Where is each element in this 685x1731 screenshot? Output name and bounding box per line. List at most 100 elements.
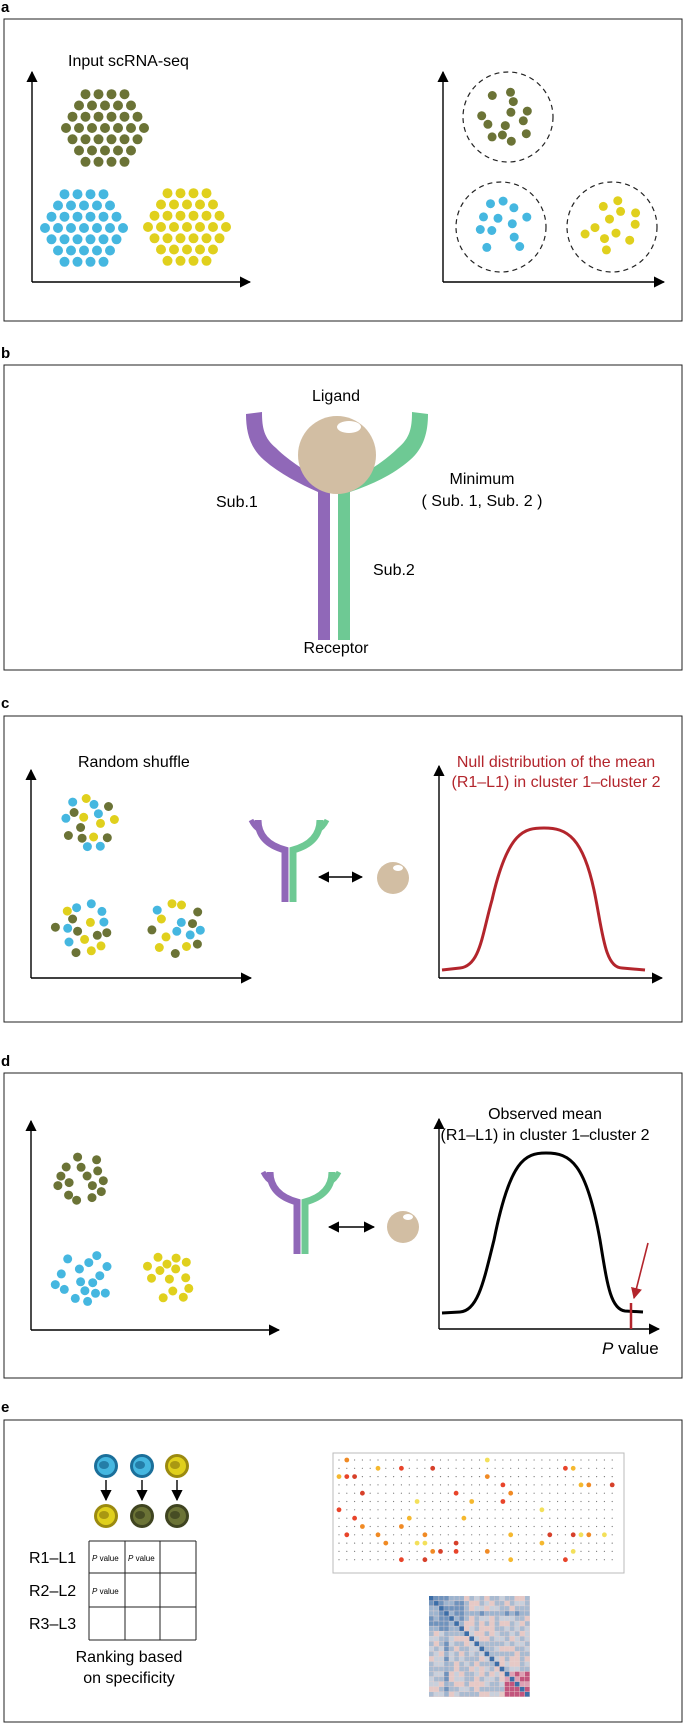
blue-cell — [482, 242, 492, 252]
olive-cell — [139, 123, 149, 133]
yellow-cell — [156, 222, 166, 232]
olive-cell — [100, 145, 110, 156]
olive-cell — [497, 130, 507, 140]
olive-cell — [506, 136, 516, 146]
yellow-cell — [171, 1264, 181, 1274]
panel-c-frame — [3, 715, 683, 1023]
yellow-cell — [162, 255, 173, 266]
yellow-cell — [613, 196, 623, 206]
blue-cell — [72, 189, 83, 200]
blue-cell — [85, 234, 96, 245]
sub2-label: Sub.2 — [373, 562, 415, 579]
blue-cell — [95, 1271, 105, 1281]
panel-a-title: Input scRNA-seq — [68, 53, 189, 70]
shuffled-cluster-1 — [61, 794, 119, 852]
shuffled-cell — [86, 946, 96, 956]
blue-cell — [66, 223, 76, 233]
olive-cell — [67, 134, 78, 145]
yellow-cell — [168, 1286, 178, 1296]
blue-cell — [72, 256, 83, 267]
olive-cell — [82, 1171, 92, 1181]
olive-cell — [80, 156, 91, 167]
olive-cell — [119, 156, 130, 167]
shuffled-cell — [62, 906, 72, 916]
panel-d-frame — [3, 1072, 683, 1379]
shuffled-cell — [147, 925, 157, 935]
yellow-cell — [188, 255, 199, 266]
blue-cell — [486, 199, 495, 209]
blue-cell — [105, 245, 115, 256]
olive-cell — [87, 1181, 97, 1191]
blue-cell — [91, 1288, 100, 1298]
yellow-cell — [143, 222, 153, 232]
ranking-line2: on specificity — [83, 1670, 175, 1687]
olive-cell — [72, 1195, 82, 1205]
shuffled-cell — [61, 813, 71, 823]
receptor-subunit-1 — [246, 412, 330, 640]
olive-cell — [74, 100, 84, 111]
cluster-boundary-olive — [462, 71, 554, 163]
blue-cell — [509, 232, 519, 242]
yellow-cell — [169, 199, 179, 210]
blue-cell-cluster-small — [50, 1251, 112, 1306]
olive-cell — [87, 145, 97, 156]
panel-d: d Observed mean (R1–L1) in cluster 1–clu… — [1, 1053, 683, 1379]
blue-cell — [74, 1264, 84, 1274]
panel-b: b Ligand Sub.1 Sub.2 Receptor Minimum ( … — [1, 345, 683, 671]
blue-cell — [53, 200, 63, 211]
shuffled-cell — [96, 818, 105, 828]
blue-cell — [56, 1269, 66, 1279]
olive-cell — [87, 100, 97, 111]
yellow-cell — [181, 1273, 191, 1283]
yellow-cell — [601, 245, 611, 255]
shuffled-cell — [193, 907, 203, 917]
olive-cell — [487, 91, 497, 100]
olive-cell — [132, 111, 143, 122]
olive-cell — [477, 111, 487, 121]
yellow-cell — [208, 199, 218, 210]
shuffled-cell — [69, 808, 79, 817]
shuffled-cell — [96, 941, 106, 951]
row-label-r3l3: R3–L3 — [29, 1616, 76, 1633]
observed-value-arrow — [631, 1242, 649, 1300]
ligand-label: Ligand — [312, 388, 360, 405]
blue-cell — [66, 200, 76, 211]
blue-cell — [63, 1254, 73, 1264]
shuffled-cell — [156, 914, 166, 924]
olive-cell — [521, 129, 531, 139]
olive-cell — [506, 107, 516, 117]
yellow-cell-cluster-small — [143, 1252, 194, 1303]
shuffled-cell — [195, 925, 205, 935]
panel-c-title: Random shuffle — [78, 754, 190, 771]
blue-cell — [105, 200, 115, 211]
dotplot-thumbnail — [336, 1457, 615, 1563]
yellow-cell — [188, 210, 199, 221]
blue-cell — [92, 245, 102, 256]
yellow-cell — [214, 233, 225, 244]
yellow-cell — [162, 210, 173, 221]
panel-a: a Input scRNA-seq — [1, 0, 683, 322]
olive-cell-cluster — [61, 89, 149, 167]
blue-cell — [46, 234, 57, 245]
blue-cell — [59, 211, 70, 222]
blue-cell — [102, 1262, 112, 1271]
olive-cell — [93, 156, 104, 167]
panel-e-letter: e — [1, 1399, 9, 1416]
panel-a-frame — [3, 18, 683, 322]
panel-d-axes-left — [25, 1119, 281, 1336]
blue-cell — [72, 211, 83, 222]
yellow-cell — [169, 244, 179, 255]
panel-b-frame — [3, 364, 683, 671]
olive-cell — [487, 132, 497, 142]
blue-cell — [70, 1293, 80, 1303]
yellow-cell — [162, 233, 173, 244]
blue-cell — [85, 189, 96, 200]
shuffled-cell — [63, 923, 73, 933]
yellow-cell — [158, 1293, 168, 1303]
olive-cell — [80, 111, 91, 122]
blue-cell — [522, 212, 532, 222]
blue-cell — [84, 1258, 94, 1268]
yellow-cell-cluster — [143, 188, 231, 266]
panel-c: c Random shuffle Null distribution of th… — [1, 695, 683, 1023]
yellow-cell — [214, 210, 225, 221]
